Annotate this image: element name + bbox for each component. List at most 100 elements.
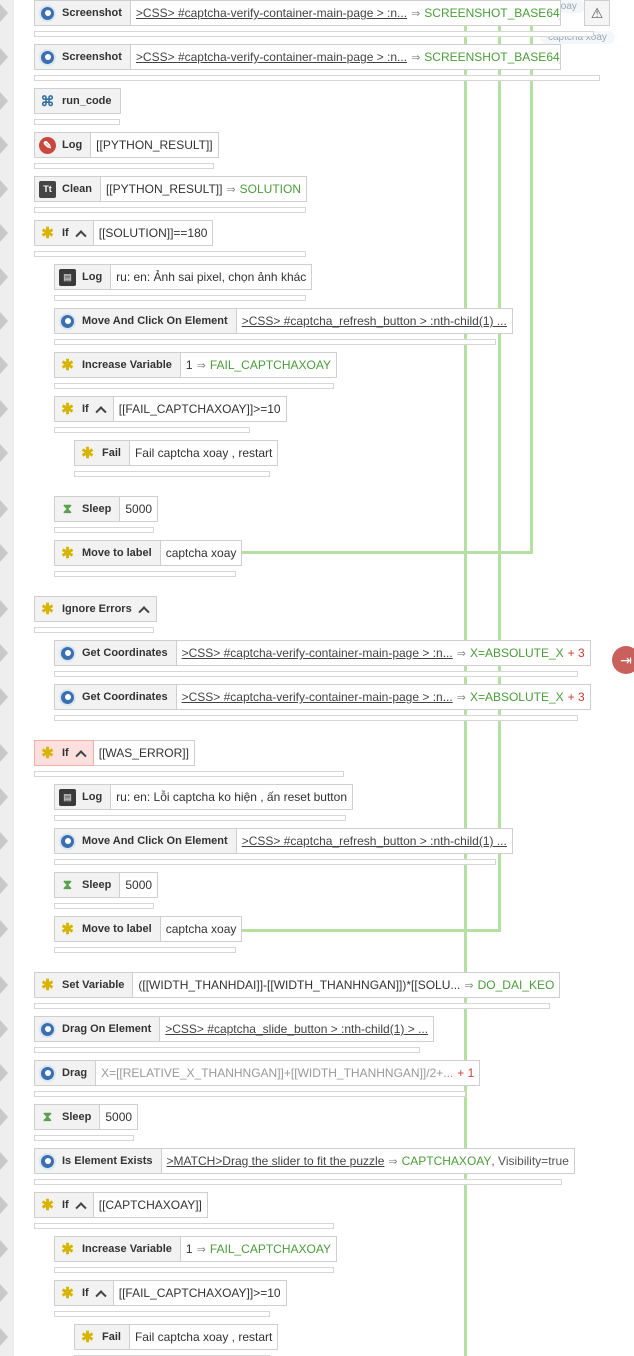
action-block[interactable]: ✱If — [54, 1280, 114, 1306]
action-block[interactable]: ✱If — [54, 396, 114, 422]
action-row[interactable]: ✱Set Variable([[WIDTH_THANHDAI]]-[[WIDTH… — [34, 972, 561, 998]
action-param[interactable]: >CSS> #captcha_refresh_button > :nth-chi… — [236, 828, 513, 854]
action-param[interactable]: [[WAS_ERROR]] — [93, 740, 195, 766]
collapse-arrow-icon[interactable] — [0, 788, 8, 806]
action-row[interactable]: ✱Ignore Errors — [34, 596, 157, 622]
action-row[interactable]: ✱If[[SOLUTION]]==180 — [34, 220, 214, 246]
action-block[interactable]: ✱Fail — [74, 1324, 130, 1350]
action-row[interactable]: ✱If[[FAIL_CAPTCHAXOAY]]>=10 — [54, 1280, 287, 1306]
collapse-arrow-icon[interactable] — [0, 92, 8, 110]
collapse-arrow-icon[interactable] — [0, 4, 8, 22]
collapse-arrow-icon[interactable] — [0, 600, 8, 618]
collapse-arrow-icon[interactable] — [0, 1152, 8, 1170]
action-param[interactable]: 1⇒FAIL_CAPTCHAXOAY — [180, 352, 337, 378]
chevron-up-icon[interactable] — [75, 1202, 87, 1214]
action-param[interactable]: Fail captcha xoay , restart — [129, 440, 279, 466]
collapse-arrow-icon[interactable] — [0, 544, 8, 562]
chevron-up-icon[interactable] — [75, 750, 87, 762]
collapse-arrow-icon[interactable] — [0, 876, 8, 894]
collapse-arrow-icon[interactable] — [0, 500, 8, 518]
action-param[interactable]: [[CAPTCHAXOAY]] — [93, 1192, 208, 1218]
action-block[interactable]: ✱Increase Variable — [54, 1236, 181, 1262]
action-param[interactable]: >CSS> #captcha-verify-container-main-pag… — [176, 684, 591, 710]
action-param[interactable]: >CSS> #captcha_slide_button > :nth-child… — [160, 1016, 435, 1042]
action-param[interactable]: 5000 — [100, 1104, 139, 1130]
action-block[interactable]: ✱Fail — [74, 440, 130, 466]
action-block[interactable]: ⧗Sleep — [54, 496, 121, 522]
collapse-arrow-icon[interactable] — [0, 444, 8, 462]
action-param[interactable]: >MATCH>Drag the slider to fit the puzzle… — [161, 1148, 575, 1174]
action-block[interactable]: ▤Log — [54, 784, 112, 810]
action-block[interactable]: Is Element Exists — [34, 1148, 162, 1174]
chevron-up-icon[interactable] — [95, 406, 107, 418]
action-block[interactable]: ⧗Sleep — [54, 872, 121, 898]
action-param[interactable]: [[FAIL_CAPTCHAXOAY]]>=10 — [113, 396, 287, 422]
chevron-up-icon[interactable] — [138, 606, 150, 618]
collapse-arrow-icon[interactable] — [0, 976, 8, 994]
action-block[interactable]: Screenshot — [34, 44, 131, 70]
action-row[interactable]: ✱If[[CAPTCHAXOAY]] — [34, 1192, 208, 1218]
action-block[interactable]: Get Coordinates — [54, 640, 177, 666]
chevron-up-icon[interactable] — [95, 1290, 107, 1302]
action-block[interactable]: Move And Click On Element — [54, 308, 237, 334]
action-row[interactable]: Is Element Exists>MATCH>Drag the slider … — [34, 1148, 575, 1174]
action-param[interactable]: [[SOLUTION]]==180 — [93, 220, 214, 246]
collapse-arrow-icon[interactable] — [0, 644, 8, 662]
action-row[interactable]: Move And Click On Element>CSS> #captcha_… — [54, 828, 513, 854]
action-block[interactable]: ✎Log — [34, 132, 92, 158]
action-block[interactable]: ✱Move to label — [54, 540, 161, 566]
action-block[interactable]: ▤Log — [54, 264, 112, 290]
action-block[interactable]: ✱Increase Variable — [54, 352, 181, 378]
action-block[interactable]: ✱Ignore Errors — [34, 596, 157, 622]
action-row[interactable]: Move And Click On Element>CSS> #captcha_… — [54, 308, 513, 334]
action-param[interactable]: >CSS> #captcha-verify-container-main-pag… — [176, 640, 591, 666]
action-param[interactable]: ([[WIDTH_THANHDAI]]-[[WIDTH_THANHNGAN]])… — [133, 972, 561, 998]
action-block[interactable]: ⧗Sleep — [34, 1104, 101, 1130]
action-block[interactable]: Drag — [34, 1060, 97, 1086]
action-block[interactable]: ✱If — [34, 740, 94, 766]
action-row[interactable]: ✱If[[FAIL_CAPTCHAXOAY]]>=10 — [54, 396, 287, 422]
collapse-arrow-icon[interactable] — [0, 268, 8, 286]
action-param[interactable]: 1⇒FAIL_CAPTCHAXOAY — [180, 1236, 337, 1262]
action-param[interactable]: >CSS> #captcha_refresh_button > :nth-chi… — [236, 308, 513, 334]
collapse-arrow-icon[interactable] — [0, 180, 8, 198]
action-block[interactable]: ⌘run_code — [34, 88, 121, 114]
collapse-arrow-icon[interactable] — [0, 356, 8, 374]
action-row[interactable]: Screenshot>CSS> #captcha-verify-containe… — [34, 0, 561, 26]
collapse-arrow-icon[interactable] — [0, 1064, 8, 1082]
collapse-arrow-icon[interactable] — [0, 1240, 8, 1258]
collapse-arrow-icon[interactable] — [0, 1196, 8, 1214]
collapse-arrow-icon[interactable] — [0, 1328, 8, 1346]
collapse-arrow-icon[interactable] — [0, 1108, 8, 1126]
action-param[interactable]: X=[[RELATIVE_X_THANHNGAN]]+[[WIDTH_THANH… — [96, 1060, 481, 1086]
action-param[interactable]: ru: en: Ảnh sai pixel, chọn ảnh khác — [111, 264, 313, 290]
collapse-arrow-icon[interactable] — [0, 312, 8, 330]
action-block[interactable]: Get Coordinates — [54, 684, 177, 710]
collapse-arrow-icon[interactable] — [0, 136, 8, 154]
action-row[interactable]: Get Coordinates>CSS> #captcha-verify-con… — [54, 640, 591, 666]
action-row[interactable]: Get Coordinates>CSS> #captcha-verify-con… — [54, 684, 591, 710]
collapse-arrow-icon[interactable] — [0, 400, 8, 418]
collapse-arrow-icon[interactable] — [0, 920, 8, 938]
exit-icon[interactable]: ⇥ — [612, 646, 634, 674]
action-row[interactable]: Drag On Element>CSS> #captcha_slide_butt… — [34, 1016, 435, 1042]
action-block[interactable]: ✱Set Variable — [34, 972, 134, 998]
action-block[interactable]: Screenshot — [34, 0, 131, 26]
action-param[interactable]: captcha xoay — [160, 540, 243, 566]
warning-icon[interactable]: ⚠ — [584, 0, 610, 26]
collapse-arrow-icon[interactable] — [0, 1284, 8, 1302]
action-param[interactable]: >CSS> #captcha-verify-container-main-pag… — [130, 44, 561, 70]
collapse-arrow-icon[interactable] — [0, 48, 8, 66]
